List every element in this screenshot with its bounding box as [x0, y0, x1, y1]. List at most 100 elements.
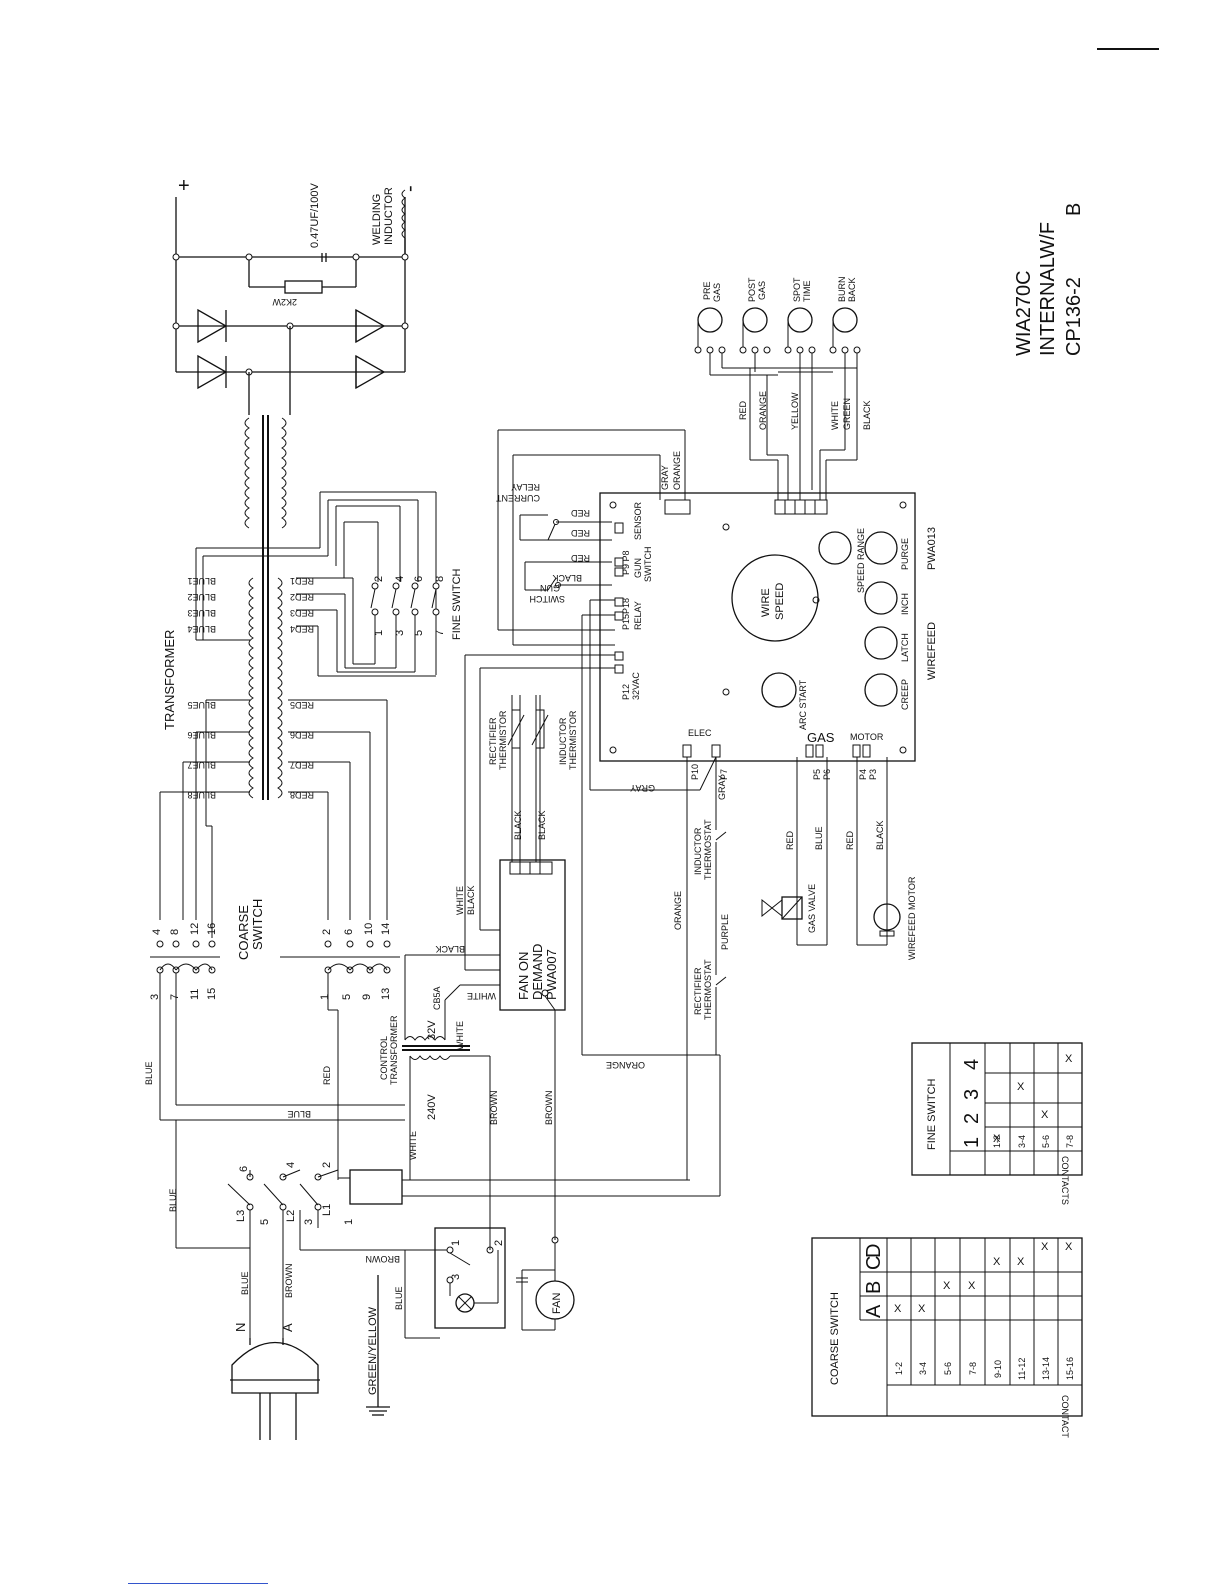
negative-terminal-label: - — [399, 185, 421, 192]
ctrl-240v: 240V — [426, 1094, 438, 1120]
wire-yellow-1: YELLOW — [790, 392, 800, 430]
fine-switch-wiring — [195, 491, 437, 677]
mains-n-label: N — [233, 1323, 248, 1332]
gun-switch-ext-2: SWITCH — [530, 594, 566, 604]
pot-burn-back-2: BACK — [847, 277, 857, 302]
coarse-terminal-4: 4 — [151, 929, 163, 935]
wire-red-7: RED — [845, 830, 855, 850]
fine-mark-3: X — [1041, 1109, 1049, 1121]
fine-terminal-8: 8 — [434, 576, 446, 582]
wire-brown-4: BROWN — [544, 1091, 554, 1126]
coarse-terminal-16: 16 — [206, 923, 218, 935]
pot-pre-gas-1: PRE — [702, 281, 712, 300]
fan-board-line2: DEMAND — [530, 944, 545, 1000]
fine-terminal-2: 2 — [373, 576, 385, 582]
fine-switch[interactable] — [370, 582, 440, 638]
tap-blue2: BLUE2 — [187, 592, 216, 602]
coarse-switch[interactable] — [150, 940, 400, 974]
ind-thermostat-2: THERMOSTAT — [703, 819, 713, 880]
speed-range-label: SPEED RANGE — [856, 528, 866, 593]
coarse-switch-label-2: SWITCH — [250, 899, 265, 950]
wire-blue-6: BLUE — [814, 826, 824, 850]
tap-blue1: BLUE1 — [187, 576, 216, 586]
coarse-terminal-8: 8 — [169, 929, 181, 935]
button-purge[interactable]: PURGE — [900, 538, 910, 570]
control-transformer — [402, 954, 500, 1250]
coarse-terminal-11: 11 — [189, 989, 201, 1000]
main-board — [599, 492, 916, 762]
rect-thermistor-2: THERMISTOR — [498, 710, 508, 770]
mains-5: 5 — [259, 1219, 271, 1225]
ind-thermistor-1: INDUCTOR — [558, 717, 568, 765]
gas-valve-label: GAS VALVE — [807, 884, 817, 933]
mains-l2: L2 — [285, 1210, 297, 1222]
pot-pre-gas-2: GAS — [712, 283, 722, 302]
wire-black-2: BLACK — [513, 810, 523, 840]
conn-motor: MOTOR — [850, 732, 884, 742]
board-name-label: PWA013 — [926, 527, 938, 570]
mains-3: 3 — [303, 1219, 315, 1225]
button-latch[interactable]: LATCH — [900, 633, 910, 662]
header-rule — [1097, 48, 1159, 50]
coarse-mark-4: X — [968, 1280, 976, 1292]
wire-speed-2: SPEED — [774, 583, 786, 620]
pot-spot-time-2: TIME — [802, 281, 812, 303]
fine-col-2: 2 — [961, 1113, 983, 1124]
mains-l1: L1 — [321, 1204, 333, 1216]
wire-brown-3: BROWN — [489, 1091, 499, 1126]
fan-board — [464, 654, 615, 1240]
coarse-col-b: B — [863, 1281, 885, 1294]
wire-white-4: WHITE — [455, 886, 465, 915]
mains-a-label: A — [280, 1323, 295, 1332]
pot-spot-time-1: SPOT — [792, 277, 802, 302]
wire-blue-4: BLUE — [240, 1271, 250, 1295]
coarse-terminal-14: 14 — [380, 923, 392, 935]
pots — [694, 307, 861, 500]
title-model: WIA270C — [1013, 270, 1035, 356]
button-creep[interactable]: CREEP — [900, 679, 910, 710]
board-section-label: WIREFEED — [926, 622, 938, 680]
conn-sensor: SENSOR — [633, 501, 643, 540]
tap-blue3: BLUE3 — [187, 608, 216, 618]
conn-p4: P4 — [858, 769, 868, 780]
fine-row-5-6: 5-6 — [1041, 1135, 1051, 1148]
conn-p7: P7 — [719, 769, 729, 780]
coarse-table-title: COARSE SWITCH — [829, 1292, 841, 1385]
mains-6: 6 — [238, 1166, 250, 1172]
current-relay-1: CURRENT — [495, 493, 540, 503]
wire-white-1: WHITE — [455, 1021, 465, 1050]
wire-black-7: BLACK — [875, 820, 885, 850]
fine-terminal-6: 6 — [413, 576, 425, 582]
fine-col-1: 1 — [961, 1137, 983, 1148]
wire-orange-2: ORANGE — [672, 451, 682, 490]
tap-red6: RED6 — [290, 730, 314, 740]
button-inch[interactable]: INCH — [900, 593, 910, 615]
current-relay-2: RELAY — [511, 482, 540, 492]
fine-row-3-4: 3-4 — [1017, 1135, 1027, 1148]
footer-link-rule — [128, 1583, 268, 1584]
coarse-terminal-10: 10 — [363, 923, 375, 935]
tap-red3: RED3 — [290, 608, 314, 618]
coarse-terminal-12: 12 — [189, 923, 201, 935]
coarse-terminal-1: 1 — [319, 994, 331, 1000]
coarse-table-contact: CONTACT — [1060, 1395, 1070, 1438]
tap-blue5: BLUE5 — [187, 700, 216, 710]
fine-mark-2: X — [1017, 1081, 1025, 1093]
peripheral-wiring — [686, 756, 901, 1196]
wire-black-3: BLACK — [537, 810, 547, 840]
wire-red-5: RED — [738, 400, 748, 420]
pot-post-gas-1: POST — [747, 277, 757, 302]
conn-p15p18: P15P18 — [621, 598, 631, 630]
tap-red5: RED5 — [290, 700, 314, 710]
fan-board-line3: PWA007 — [544, 949, 559, 1000]
coarse-row-1-2: 1-2 — [894, 1362, 904, 1375]
pot-burn-back-1: BURN — [837, 276, 847, 302]
ind-thermistor-2: THERMISTOR — [568, 710, 578, 770]
relay-wiring — [497, 429, 720, 1056]
tap-red2: RED2 — [290, 592, 314, 602]
coarse-col-a: A — [863, 1304, 885, 1318]
coarse-row-7-8: 7-8 — [968, 1362, 978, 1375]
coarse-mark-6: X — [1017, 1256, 1025, 1268]
ind-thermostat-1: INDUCTOR — [693, 827, 703, 875]
